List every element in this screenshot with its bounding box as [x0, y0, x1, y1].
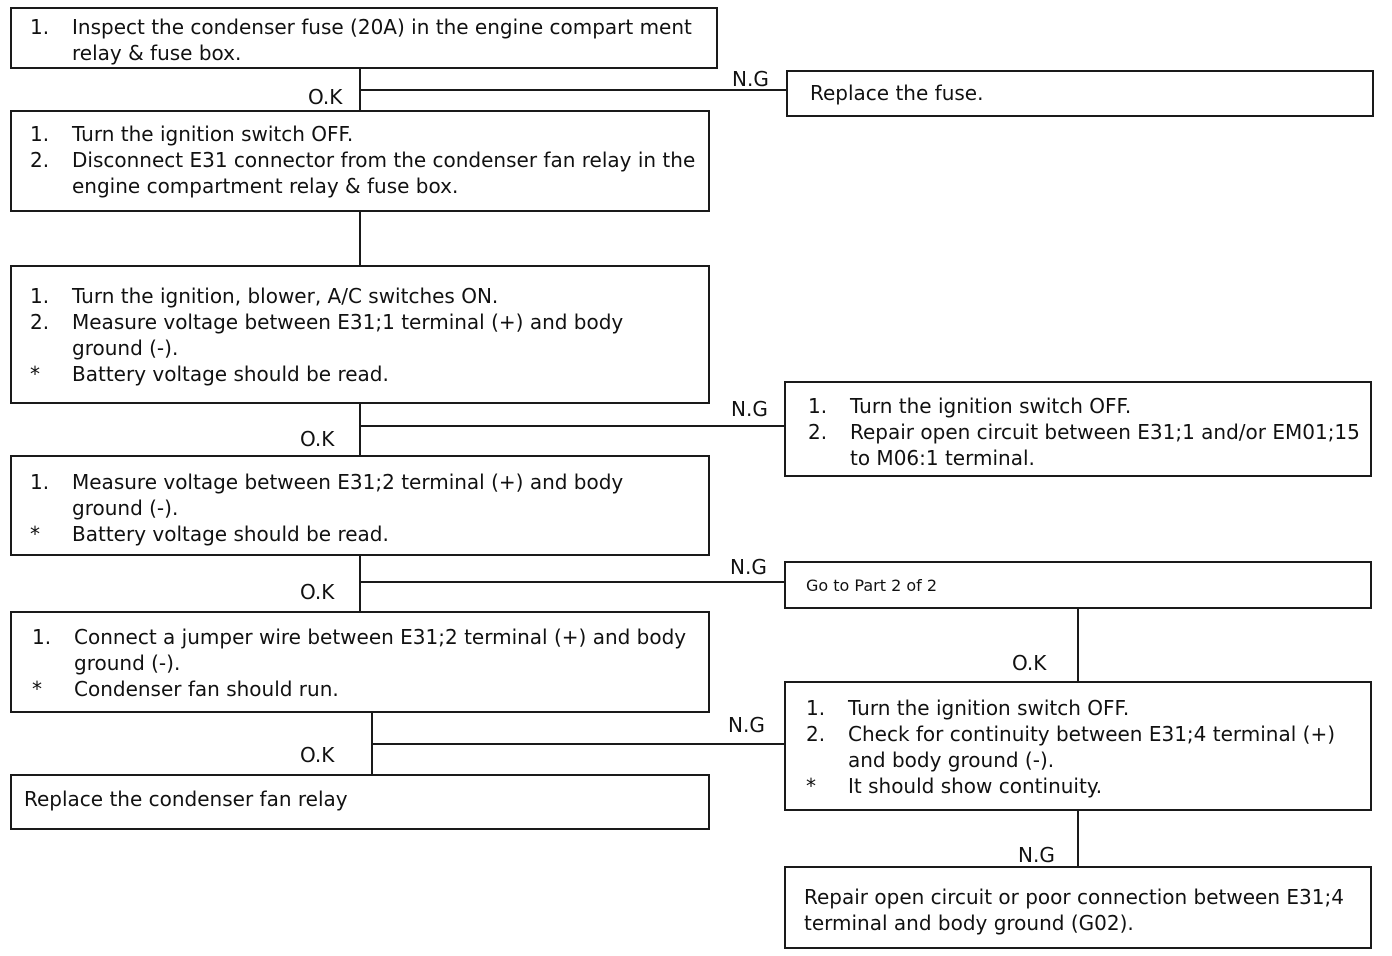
ng-label: N.G [1018, 843, 1055, 867]
step-row: * Condenser fan should run. [32, 676, 700, 702]
step-row: * It should show continuity. [806, 773, 1362, 799]
step-row: 1. Turn the ignition, blower, A/C switch… [30, 283, 700, 309]
step-text: Turn the ignition switch OFF. [850, 394, 1132, 418]
step-text: Measure voltage between E31;2 terminal (… [72, 470, 624, 520]
step-note-marker: * [30, 522, 40, 546]
result-repair-e31-1: 1. Turn the ignition switch OFF. 2. Repa… [784, 381, 1372, 477]
step-text: Disconnect E31 connector from the conden… [72, 148, 696, 198]
ng-label: N.G [732, 67, 769, 91]
step-note: Battery voltage should be read. [72, 522, 389, 546]
ok-label: O.K [300, 427, 335, 451]
step-check-continuity: 1. Turn the ignition switch OFF. 2. Chec… [784, 681, 1372, 811]
step-text: Repair open circuit between E31;1 and/or… [850, 420, 1360, 470]
result-replace-fuse: Replace the fuse. [786, 70, 1374, 117]
ok-label: O.K [300, 580, 335, 604]
step-row: 1. Connect a jumper wire between E31;2 t… [32, 624, 700, 676]
step-measure-e31-1: 1. Turn the ignition, blower, A/C switch… [10, 265, 710, 404]
step-number: 1. [30, 470, 50, 494]
step-row: * Battery voltage should be read. [30, 521, 700, 547]
ng-label: N.G [730, 555, 767, 579]
step-note: Battery voltage should be read. [72, 362, 389, 386]
step-note-marker: * [806, 774, 816, 798]
step-row: * Battery voltage should be read. [30, 361, 700, 387]
step-text: Inspect the condenser fuse (20A) in the … [72, 15, 692, 65]
step-number: 1. [808, 394, 828, 418]
step-text: Connect a jumper wire between E31;2 term… [74, 625, 687, 675]
step-text: Measure voltage between E31;1 terminal (… [72, 310, 624, 360]
step-row: 1. Inspect the condenser fuse (20A) in t… [30, 14, 708, 66]
step-row: 2. Disconnect E31 connector from the con… [30, 147, 700, 199]
step-row: 1. Turn the ignition switch OFF. [808, 393, 1362, 419]
result-go-part-2: Go to Part 2 of 2 [784, 561, 1372, 609]
step-row: 1. Turn the ignition switch OFF. [30, 121, 700, 147]
step-text: Check for continuity between E31;4 termi… [848, 722, 1336, 772]
step-number: 2. [808, 420, 828, 444]
step-row: 2. Check for continuity between E31;4 te… [806, 721, 1362, 773]
ok-label: O.K [308, 85, 343, 109]
step-row: 2. Repair open circuit between E31;1 and… [808, 419, 1362, 471]
step-text: Replace the condenser fan relay [24, 787, 348, 811]
step-inspect-fuse: 1. Inspect the condenser fuse (20A) in t… [10, 7, 718, 69]
ng-label: N.G [731, 397, 768, 421]
step-number: 2. [30, 310, 50, 334]
step-text: Turn the ignition, blower, A/C switches … [72, 284, 499, 308]
step-row: 1. Turn the ignition switch OFF. [806, 695, 1362, 721]
step-jumper-wire: 1. Connect a jumper wire between E31;2 t… [10, 611, 710, 713]
step-text: Turn the ignition switch OFF. [72, 122, 354, 146]
result-text: Go to Part 2 of 2 [806, 576, 938, 595]
step-row: 2. Measure voltage between E31;1 termina… [30, 309, 700, 361]
step-note: It should show continuity. [848, 774, 1103, 798]
step-note-marker: * [30, 362, 40, 386]
step-number: 1. [30, 122, 50, 146]
result-text: Repair open circuit or poor connection b… [804, 885, 1344, 935]
step-number: 1. [32, 625, 52, 649]
step-number: 2. [30, 148, 50, 172]
step-number: 2. [806, 722, 826, 746]
step-replace-relay: Replace the condenser fan relay [10, 774, 710, 830]
step-row: 1. Measure voltage between E31;2 termina… [30, 469, 700, 521]
ok-label: O.K [300, 743, 335, 767]
step-number: 1. [806, 696, 826, 720]
step-text: Turn the ignition switch OFF. [848, 696, 1130, 720]
step-number: 1. [30, 15, 50, 39]
step-measure-e31-2: 1. Measure voltage between E31;2 termina… [10, 455, 710, 556]
step-disconnect-relay: 1. Turn the ignition switch OFF. 2. Disc… [10, 110, 710, 212]
result-text: Replace the fuse. [810, 81, 984, 105]
step-number: 1. [30, 284, 50, 308]
result-repair-ground: Repair open circuit or poor connection b… [784, 866, 1372, 949]
step-note-marker: * [32, 677, 42, 701]
ok-label: O.K [1012, 651, 1047, 675]
step-note: Condenser fan should run. [74, 677, 339, 701]
ng-label: N.G [728, 713, 765, 737]
